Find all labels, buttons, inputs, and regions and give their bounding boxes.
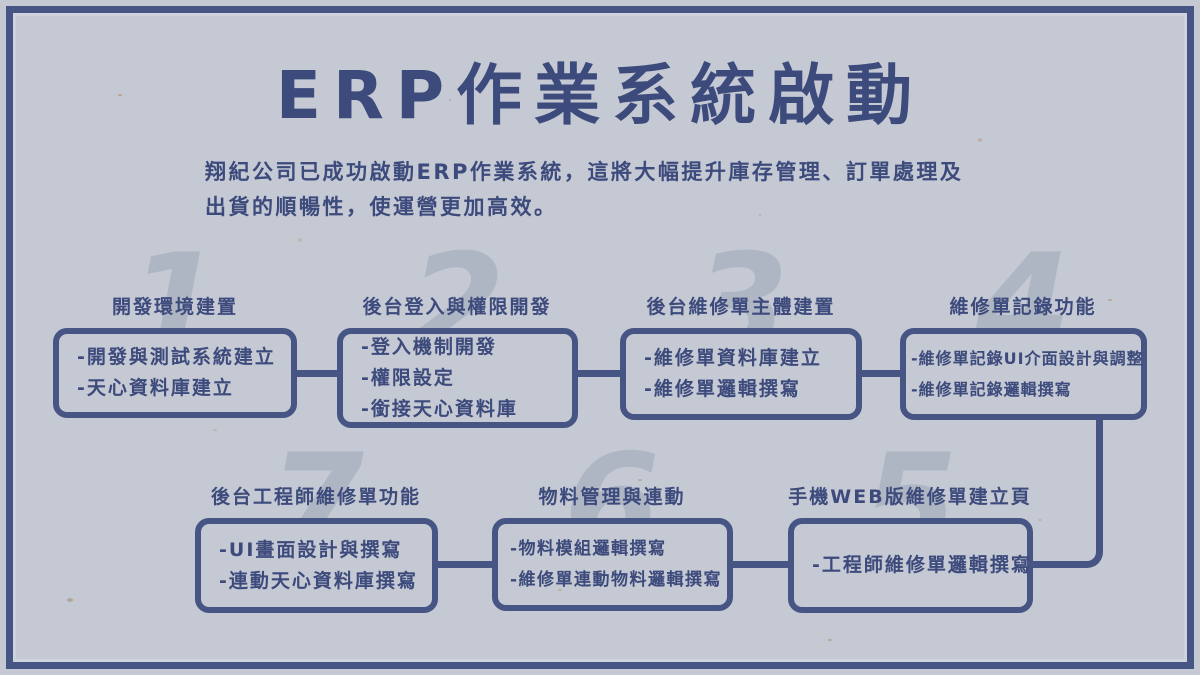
step-item: -天心資料庫建立 — [77, 377, 234, 399]
step-box-6: -物料模組邏輯撰寫 -維修單連動物料邏輯撰寫 — [492, 518, 733, 611]
step-item: -維修單邏輯撰寫 — [644, 378, 801, 400]
step-box-7: -UI畫面設計與撰寫 -連動天心資料庫撰寫 — [195, 518, 438, 613]
step-title-7: 後台工程師維修單功能 — [210, 486, 421, 508]
connector-step4-step5 — [1031, 418, 1103, 568]
step-box-5: -工程師維修單邏輯撰寫 — [788, 518, 1033, 613]
step-item: -開發與測試系統建立 — [77, 346, 276, 368]
step-item: -登入機制開發 — [361, 335, 497, 358]
connector-step2-step3 — [576, 370, 622, 377]
connector-step6-step7 — [436, 561, 494, 568]
step-item: -權限設定 — [361, 366, 455, 389]
intro-paragraph: 翔紀公司已成功啟動ERP作業系統，這將大幅提升庫存管理、訂單處理及 出貨的順暢性… — [205, 155, 1035, 225]
step-item: -維修單記錄邏輯撰寫 — [911, 380, 1072, 399]
step-item: -UI畫面設計與撰寫 — [219, 538, 403, 561]
step-item: -維修單資料庫建立 — [644, 347, 822, 369]
connector-step5-step6 — [731, 561, 790, 568]
connector-step3-step4 — [860, 370, 902, 377]
connector-step1-step2 — [295, 370, 339, 377]
step-title-2: 後台登入與權限開發 — [362, 296, 552, 318]
step-item: -工程師維修單邏輯撰寫 — [812, 554, 1032, 576]
intro-line-1: 翔紀公司已成功啟動ERP作業系統，這將大幅提升庫存管理、訂單處理及 — [205, 160, 964, 184]
step-title-6: 物料管理與連動 — [538, 486, 686, 508]
step-box-1: -開發與測試系統建立 -天心資料庫建立 — [53, 328, 297, 418]
slide-title: ERP作業系統啟動 — [275, 57, 925, 134]
step-item: -物料模組邏輯撰寫 — [510, 538, 667, 559]
step-title-3: 後台維修單主體建置 — [646, 296, 836, 318]
step-title-1: 開發環境建置 — [111, 296, 238, 318]
intro-line-2: 出貨的順暢性，使運營更加高效。 — [205, 195, 558, 219]
step-title-5: 手機WEB版維修單建立頁 — [788, 486, 1032, 508]
step-box-4: -維修單記錄UI介面設計與調整 -維修單記錄邏輯撰寫 — [900, 328, 1147, 420]
step-item: -銜接天心資料庫 — [361, 397, 518, 420]
slide-border-frame — [6, 6, 1194, 669]
step-box-2: -登入機制開發 -權限設定 -銜接天心資料庫 — [337, 328, 578, 428]
step-item: -維修單連動物料邏輯撰寫 — [510, 569, 723, 590]
step-item: -維修單記錄UI介面設計與調整 — [911, 349, 1144, 368]
step-box-3: -維修單資料庫建立 -維修單邏輯撰寫 — [620, 328, 862, 420]
step-item: -連動天心資料庫撰寫 — [219, 569, 418, 592]
step-title-4: 維修單記錄功能 — [949, 296, 1097, 318]
